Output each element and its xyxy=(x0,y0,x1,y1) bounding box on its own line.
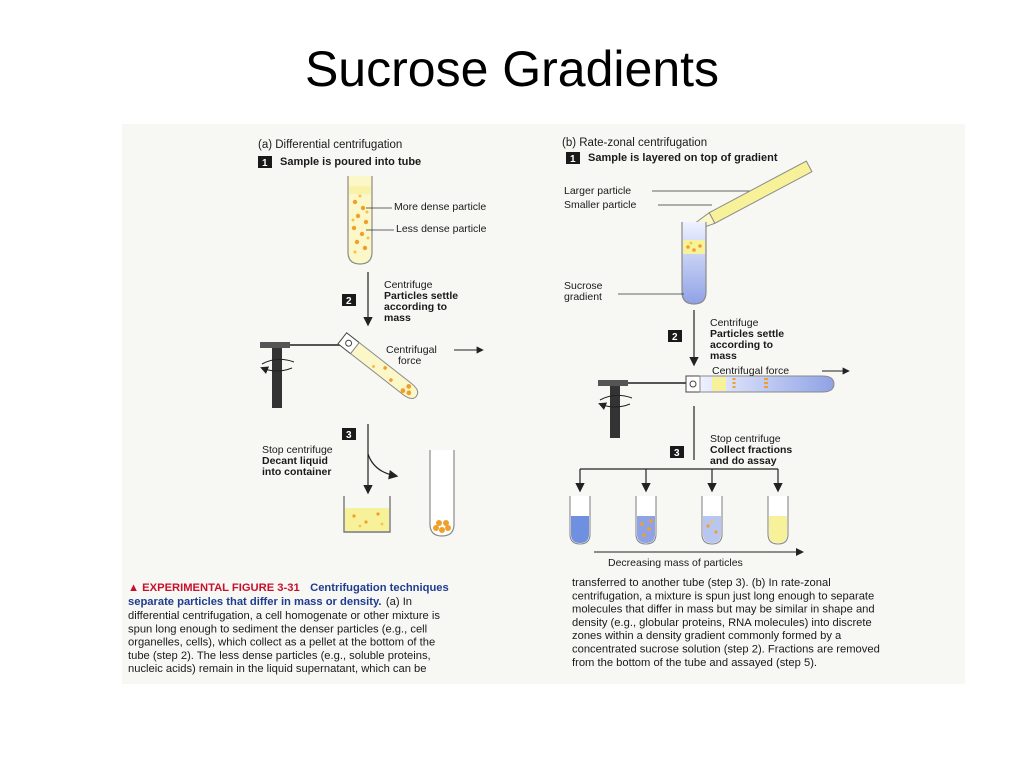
step2-line3: according to xyxy=(710,339,773,351)
label-gradient: gradient xyxy=(564,291,602,303)
step-box xyxy=(342,428,356,440)
gradient-tube xyxy=(681,222,707,305)
label-force: force xyxy=(398,355,422,367)
step-text: Sample is poured into tube xyxy=(280,156,421,168)
caption-line: differential centrifugation, a cell homo… xyxy=(128,610,440,622)
caption-left-column: differential centrifugation, a cell homo… xyxy=(128,610,440,675)
figure-caption: ▲ EXPERIMENTAL FIGURE 3-31 Centrifugatio… xyxy=(128,577,880,675)
step2-line4: mass xyxy=(384,312,411,324)
label-decreasing-mass: Decreasing mass of particles xyxy=(608,557,743,569)
step2-line1: Centrifuge xyxy=(710,317,759,329)
step3-line3: into container xyxy=(262,466,331,478)
step3-line2: Collect fractions xyxy=(710,444,792,456)
step2-line2: Particles settle xyxy=(384,290,458,302)
label-centrifugal-force: Centrifugal force xyxy=(712,365,789,377)
step-box xyxy=(670,446,684,458)
label-smaller: Smaller particle xyxy=(564,199,637,211)
caption-title-2: separate particles that differ in mass o… xyxy=(128,596,381,608)
step-number: 2 xyxy=(346,296,352,307)
step-number: 1 xyxy=(262,158,268,169)
step3-line2: Decant liquid xyxy=(262,455,328,467)
caption-title-1: Centrifugation techniques xyxy=(310,582,449,594)
label-more-dense: More dense particle xyxy=(394,201,486,213)
caption-line: concentrated sucrose solution (step 2). … xyxy=(572,644,880,656)
caption-title-line-2: separate particles that differ in mass o… xyxy=(128,592,412,609)
caption-line: organelles, cells), which collect as a p… xyxy=(128,637,435,649)
caption-line: transferred to another tube (step 3). (b… xyxy=(572,577,831,589)
step-text: Sample is layered on top of gradient xyxy=(588,152,778,164)
step-box xyxy=(668,330,682,342)
step3-line1: Stop centrifuge xyxy=(262,444,333,456)
caption-label: ▲ EXPERIMENTAL FIGURE 3-31 xyxy=(128,582,300,594)
step-number: 3 xyxy=(674,448,680,459)
step-number: 1 xyxy=(570,154,576,165)
slide-title: Sucrose Gradients xyxy=(304,41,720,97)
step-box xyxy=(258,156,272,168)
caption-right-column: transferred to another tube (step 3). (b… xyxy=(572,577,880,669)
panel-a-heading: (a) Differential centrifugation xyxy=(258,139,402,151)
fraction-tube-1 xyxy=(569,496,591,545)
fraction-tube-3 xyxy=(701,496,723,545)
fraction-tube-4 xyxy=(767,496,789,545)
step-box xyxy=(566,152,580,164)
caption-title-line: ▲ EXPERIMENTAL FIGURE 3-31 Centrifugatio… xyxy=(128,578,449,595)
caption-line: spun long enough to sediment the denser … xyxy=(128,623,427,635)
decant-arrow xyxy=(367,453,399,480)
panel-b: (b) Rate-zonal centrifugation 1 Sample i… xyxy=(562,137,850,569)
caption-line: zones within a density gradient commonly… xyxy=(572,630,842,642)
panel-a: (a) Differential centrifugation 1 Sample… xyxy=(258,139,487,537)
step3-line3: and do assay xyxy=(710,455,777,467)
centrifugation-figure: (a) Differential centrifugation 1 Sample… xyxy=(122,124,965,684)
caption-a-tag: (a) In xyxy=(386,596,412,608)
label-larger: Larger particle xyxy=(564,185,631,197)
caption-line: from the bottom of the tube and assayed … xyxy=(572,657,817,669)
step2-line4: mass xyxy=(710,350,737,362)
step3-line1: Stop centrifuge xyxy=(710,433,781,445)
step2-line1: Centrifuge xyxy=(384,279,433,291)
caption-line: molecules that differ in mass but may be… xyxy=(572,604,875,616)
pipette xyxy=(692,160,813,231)
fraction-tube-2 xyxy=(635,496,657,545)
beaker xyxy=(343,496,391,533)
step2-line3: according to xyxy=(384,301,447,313)
label-less-dense: Less dense particle xyxy=(396,223,487,235)
label-sucrose: Sucrose xyxy=(564,280,603,292)
caption-line: tube (step 2). The less dense particles … xyxy=(128,650,431,662)
tube-sample xyxy=(347,176,373,265)
fraction-branch xyxy=(575,468,783,493)
step-number: 2 xyxy=(672,332,678,343)
centrifuge-rotor-a xyxy=(260,332,419,408)
caption-line: centrifugation, a mixture is spun just l… xyxy=(572,590,874,602)
centrifuge-rotor-b xyxy=(598,375,835,438)
caption-line: nucleic acids) remain in the liquid supe… xyxy=(128,663,427,675)
step2-line2: Particles settle xyxy=(710,328,784,340)
step-box xyxy=(342,294,356,306)
panel-b-heading: (b) Rate-zonal centrifugation xyxy=(562,137,707,149)
pellet-tube xyxy=(429,450,455,537)
step-number: 3 xyxy=(346,430,352,441)
caption-line: density (e.g., globular proteins, RNA mo… xyxy=(572,617,872,629)
label-centrifugal: Centrifugal xyxy=(386,344,437,356)
